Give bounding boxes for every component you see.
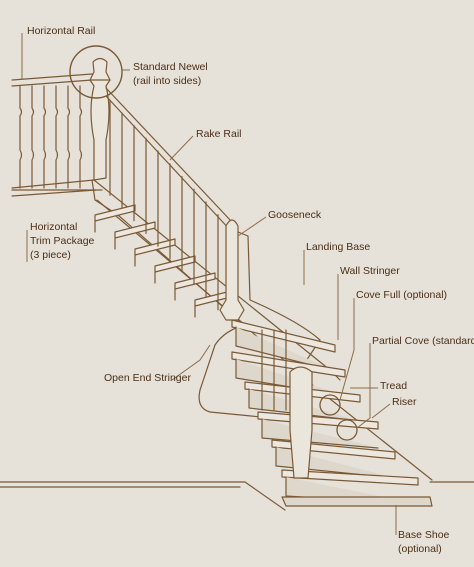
horizontal-trim-lower (11, 189, 97, 197)
tread (231, 351, 346, 378)
label-rake-rail: Rake Rail (196, 128, 242, 140)
landing-baluster (31, 85, 35, 189)
label-wall-stringer: Wall Stringer (340, 265, 400, 277)
label-riser: Riser (392, 396, 417, 408)
horizontal-rail (11, 73, 93, 81)
label-tread: Tread (380, 380, 408, 392)
stair-illustration (0, 45, 474, 511)
label-horizontal-trim-line2: Trim Package (30, 235, 95, 247)
label-gooseneck: Gooseneck (268, 209, 322, 221)
label-cove-full: Cove Full (optional) (356, 289, 448, 301)
partial-cove-marker (336, 419, 358, 441)
leader-cove-full (339, 298, 355, 401)
tread (154, 255, 196, 273)
label-base-shoe: Base Shoe (optional) (398, 529, 449, 555)
tread (281, 469, 419, 486)
horizontal-rail-lower (11, 79, 93, 87)
label-landing-base: Landing Base (306, 241, 371, 253)
starting-newel (289, 366, 313, 479)
label-horizontal-trim-line1: Horizontal (30, 221, 78, 233)
label-horizontal-trim-package: Horizontal Trim Package (3 piece) (30, 221, 94, 261)
tread (174, 272, 216, 290)
standard-newel-highlight-circle (69, 45, 123, 99)
label-open-end-stringer: Open End Stringer (104, 372, 191, 384)
leader-riser (371, 403, 391, 419)
landing-baluster (19, 85, 23, 189)
leader-open-end-stringer (171, 344, 211, 381)
tread (114, 221, 156, 239)
gooseneck-rail (237, 231, 321, 371)
gooseneck-newel (219, 219, 245, 321)
floor-line (0, 481, 286, 511)
label-standard-newel: Standard Newel (rail into sides) (133, 61, 208, 87)
rake-rail (105, 87, 233, 223)
standard-newel-post (89, 57, 111, 181)
tread (94, 204, 136, 222)
label-horizontal-trim-line3: (3 piece) (30, 249, 71, 261)
landing-baluster (79, 85, 83, 189)
landing-baluster (43, 85, 47, 189)
landing-baluster (67, 85, 71, 189)
leader-partial-cove (356, 343, 371, 429)
label-horizontal-rail: Horizontal Rail (27, 25, 96, 37)
rake-rail-lower (105, 95, 233, 233)
leader-rake-rail (169, 135, 194, 161)
landing-baluster (55, 85, 59, 189)
label-standard-newel-line1: Standard Newel (133, 61, 208, 73)
label-base-shoe-line2: (optional) (398, 543, 442, 555)
leader-gooseneck (237, 216, 267, 237)
base-shoe (281, 496, 433, 507)
label-base-shoe-line1: Base Shoe (398, 529, 450, 541)
cove-full-marker (319, 394, 341, 416)
tread (257, 411, 379, 430)
leader-lines (21, 33, 397, 535)
label-standard-newel-line2: (rail into sides) (133, 75, 202, 87)
tread (134, 238, 176, 256)
label-partial-cove: Partial Cove (standard) (372, 335, 474, 347)
tread (231, 319, 336, 353)
